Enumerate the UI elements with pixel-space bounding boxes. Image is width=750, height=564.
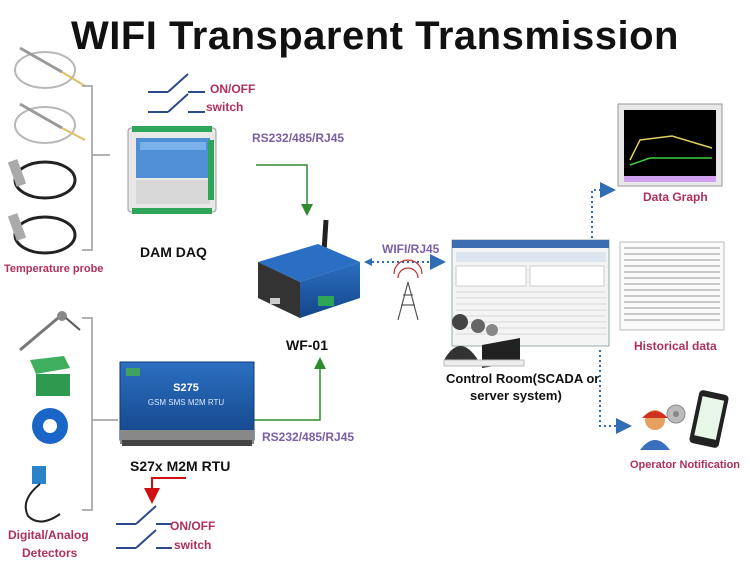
onoff-top-label-1: ON/OFF (210, 82, 256, 96)
antenna-tower-icon (393, 259, 423, 321)
wifi-rj45-label: WIFI/RJ45 (382, 242, 440, 256)
historical-data-image (619, 241, 725, 331)
detector-icons (19, 311, 118, 523)
s275-sub-text: GSM SMS M2M RTU (148, 398, 225, 407)
onoff-bottom-label-2: switch (174, 538, 212, 552)
operator-notification-icon (640, 390, 729, 450)
onoff-bottom-label-1: ON/OFF (170, 519, 216, 533)
s275-device: S275 GSM SMS M2M RTU (119, 361, 255, 446)
control-room-people-icon (443, 314, 525, 368)
dam-daq-device (127, 126, 217, 214)
page-title: WIFI Transparent Transmission (71, 14, 679, 58)
s27x-label: S27x M2M RTU (130, 458, 231, 474)
data-graph-label: Data Graph (643, 190, 708, 204)
temperature-probe-icons (7, 46, 110, 255)
link-to-operator (599, 350, 632, 434)
arrow-rs-bottom (254, 357, 326, 421)
switch-symbol-bottom (116, 505, 172, 549)
switch-symbol-top (148, 73, 205, 113)
digital-analog-label-2: Detectors (22, 546, 78, 560)
control-room-label-1: Control Room(SCADA or (446, 371, 600, 386)
dam-daq-label: DAM DAQ (140, 244, 207, 260)
arrow-relay-out (144, 477, 186, 504)
digital-analog-label-1: Digital/Analog (8, 528, 89, 542)
rs-bottom-label: RS232/485/RJ45 (262, 430, 355, 444)
onoff-top-label-2: switch (206, 100, 244, 114)
arrow-rs-top (256, 164, 313, 216)
historical-data-label: Historical data (634, 339, 717, 353)
s275-model-text: S275 (173, 382, 199, 394)
wf01-label: WF-01 (286, 337, 328, 353)
temperature-probe-label: Temperature probe (4, 263, 104, 275)
rs-top-label: RS232/485/RJ45 (252, 131, 345, 145)
link-to-data-graph (591, 182, 616, 238)
data-graph-image (617, 103, 723, 187)
operator-notification-label: Operator Notification (630, 459, 741, 471)
wf01-device (258, 219, 360, 318)
control-room-label-2: server system) (470, 388, 562, 403)
